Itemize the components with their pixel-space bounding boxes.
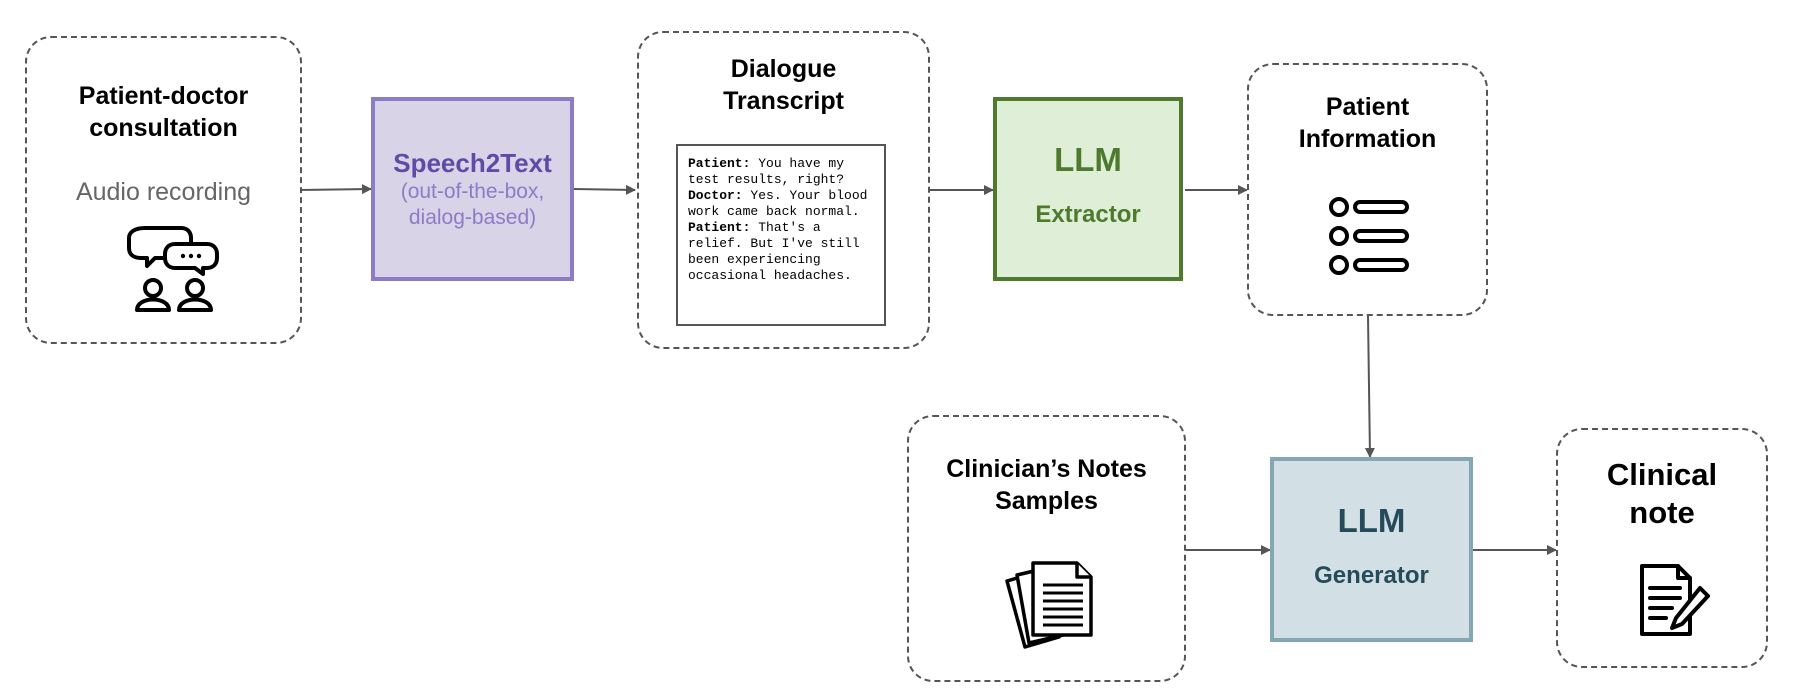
speech2text-subtitle: (out-of-the-box, dialog-based) (400, 180, 545, 229)
note-pen-icon (1640, 564, 1710, 636)
list-icon (1329, 197, 1409, 275)
generator-subtitle: Generator (1314, 561, 1429, 589)
generator-title: LLM (1337, 501, 1406, 539)
consultation-box: Patient-doctor consultation Audio record… (25, 36, 302, 344)
extractor-subtitle: Extractor (1035, 201, 1141, 228)
arrow-consultation-to-speech2text (299, 184, 372, 195)
transcript-turn: Patient: You have my test results, right… (688, 156, 845, 187)
transcript-text-box: Patient: You have my test results, right… (676, 144, 886, 326)
transcript-turn: Doctor: Yes. Your blood work came back n… (688, 188, 868, 219)
consultation-title: Patient-doctor consultation (78, 82, 249, 142)
speech2text-box: Speech2Text (out-of-the-box, dialog-base… (371, 97, 574, 281)
patient-info-title: Patient Information (1298, 93, 1437, 153)
notes-samples-title: Clinician’s Notes Samples (946, 455, 1147, 515)
patient-info-box: Patient Information (1247, 63, 1488, 316)
notes-samples-box: Clinician’s Notes Samples (907, 415, 1186, 682)
extractor-title: LLM (1054, 141, 1122, 178)
documents-icon (1005, 561, 1093, 649)
consultation-subtitle: Audio recording (75, 178, 252, 206)
extractor-box: LLM Extractor (993, 97, 1183, 281)
clinical-note-title: Clinical note (1606, 457, 1718, 530)
arrow-speech2text-to-transcript (573, 184, 636, 195)
transcript-title: Dialogue Transcript (723, 55, 844, 115)
transcript-turn: Patient: That's a relief. But I've still… (688, 220, 860, 283)
clinical-note-box: Clinical note (1556, 428, 1768, 668)
arrow-patient-info-to-generator (1364, 315, 1375, 458)
speech2text-title: Speech2Text (393, 148, 552, 178)
chat-people-icon (127, 226, 219, 312)
generator-box: LLM Generator (1270, 457, 1473, 642)
